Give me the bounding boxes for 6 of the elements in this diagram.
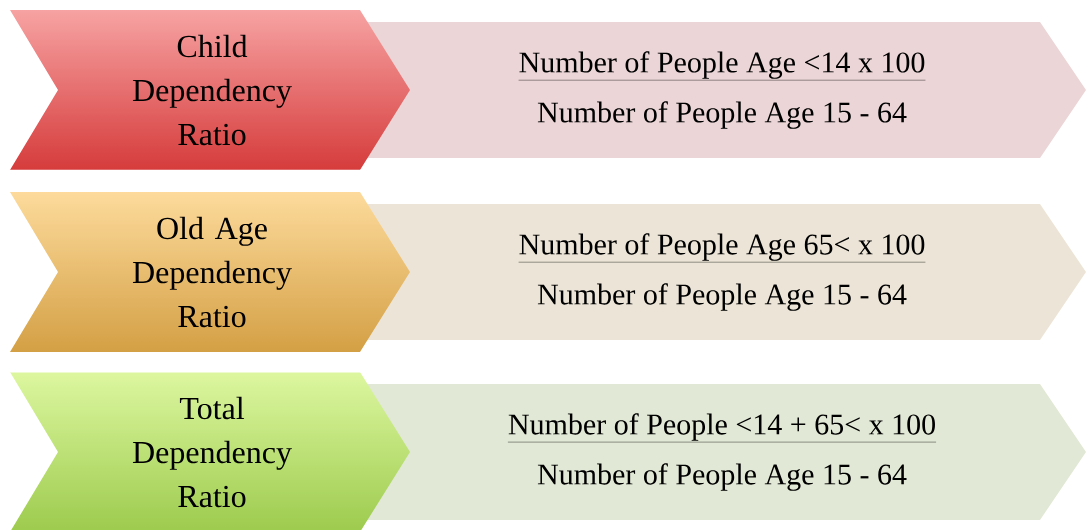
- chevron: Total Dependency Ratio: [132, 396, 292, 508]
- formula-chevron: Number of People Age 65< x 100 Number of People Age 15 - 64: [355, 204, 1086, 340]
- chevron: Old Age Dependency Ratio: [132, 216, 292, 328]
- formula-chevron: Number of People <14 + 65< x 100 Number of People Age 15 - 64: [355, 384, 1086, 520]
- formula-chevron: Number of People Age <14 x 100 Number of People Age 15 - 64: [355, 22, 1086, 158]
- chevron: Child Dependency Ratio: [132, 34, 292, 146]
